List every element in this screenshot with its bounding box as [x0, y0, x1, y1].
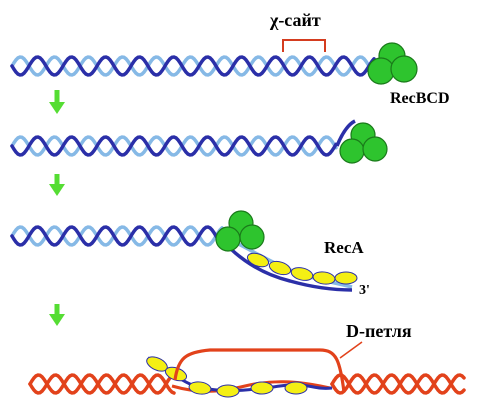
step-arrow-2: [49, 174, 65, 196]
target-strand-b: [28, 373, 466, 395]
reca-monomer: [216, 384, 240, 398]
three-prime-label: 3': [359, 283, 370, 298]
step-arrow-1: [49, 90, 65, 114]
recbcd-enzyme-step-3: [215, 210, 265, 252]
chi-site-bracket: [282, 39, 326, 52]
reca-monomer: [268, 260, 292, 276]
recbcd-enzyme-step-2: [339, 122, 388, 164]
reca-monomer: [312, 271, 336, 285]
reca-monomer: [290, 267, 314, 281]
step-1-dark-strand: [10, 55, 376, 77]
step-3-dark-strand: [10, 225, 224, 247]
reca-monomer: [188, 381, 212, 395]
step-2-light-strand: [10, 135, 338, 157]
step-1-duplex: [10, 55, 376, 77]
reca-filament-step-4: [146, 356, 308, 398]
reca-monomer: [250, 381, 274, 395]
reca-monomer: [246, 252, 270, 268]
d-loop-pointer: [339, 341, 363, 359]
chi-site-label: χ-сайт: [269, 10, 321, 30]
recbcd-enzyme-step-1: [367, 42, 418, 85]
recbcd-label: RecBCD: [390, 90, 450, 107]
d-loop: [173, 348, 346, 393]
reca-monomer: [284, 381, 308, 395]
step-3-duplex: [10, 225, 353, 292]
d-loop-label: D-петля: [346, 321, 412, 341]
reca-monomer: [334, 271, 358, 285]
step-1-light-strand: [10, 55, 376, 77]
step-arrow-3: [49, 304, 65, 326]
step-2-dark-strand: [10, 135, 338, 157]
step-4-target-duplex: [28, 356, 466, 395]
reca-label: RecA: [324, 238, 364, 257]
step-2-unwound-tail: [335, 119, 356, 147]
reca-filament-step-3: [246, 252, 358, 285]
step-3-strand-lower: [220, 238, 353, 292]
step-2-duplex: [10, 119, 356, 157]
